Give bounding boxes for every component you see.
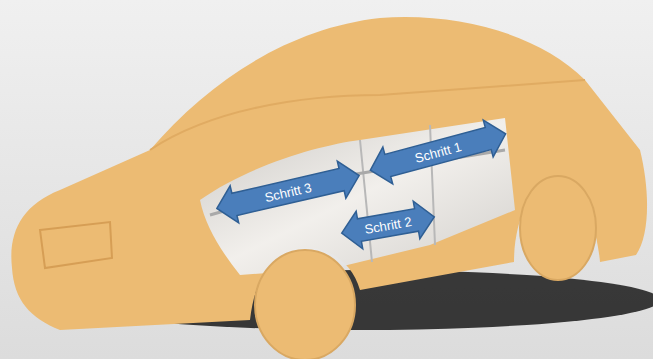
headlight: [40, 222, 112, 268]
step-label: Schritt 1: [413, 139, 463, 166]
step-label: Schritt 3: [263, 179, 313, 204]
arrow-outline: [365, 116, 510, 189]
arrow-outline: [213, 157, 364, 227]
front-wheel: [255, 250, 355, 359]
arrow-outline: [338, 198, 437, 252]
rear-wheel: [520, 176, 596, 280]
step-label: Schritt 2: [363, 213, 413, 236]
